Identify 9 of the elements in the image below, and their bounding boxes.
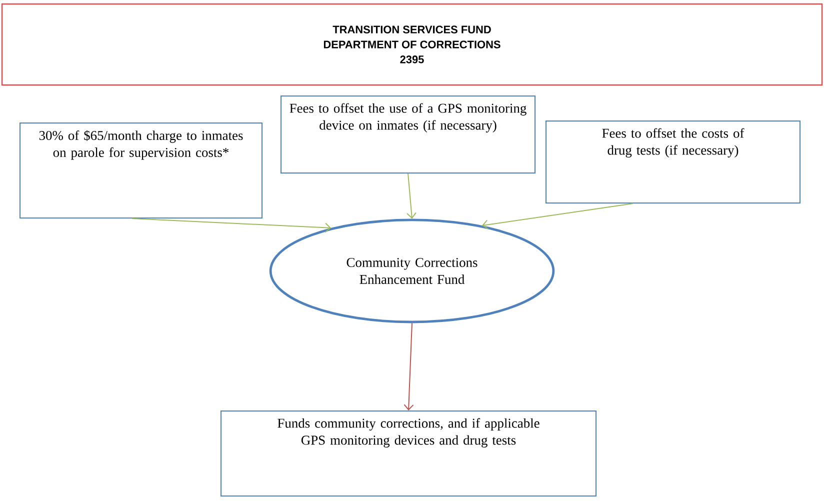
source-box: Fees to offset the costs of drug tests (if necessary) bbox=[546, 120, 800, 204]
arrow bbox=[482, 202, 634, 230]
arrow bbox=[132, 218, 332, 233]
arrow bbox=[404, 322, 414, 410]
outcome-box: Funds community corrections, and if applicable GPS monitoring devices and drug tests bbox=[220, 410, 596, 496]
source-box: Fees to offset the use of a GPS monitoring device on inmates (if necessary) bbox=[280, 95, 536, 174]
source-box: 30% of $65/month charge to inmates on parole for supervision costs* bbox=[20, 122, 262, 218]
arrow bbox=[406, 172, 416, 219]
title-box: TRANSITION SERVICES FUND DEPARTMENT OF CORRECTIONS 2395 bbox=[1, 3, 823, 86]
